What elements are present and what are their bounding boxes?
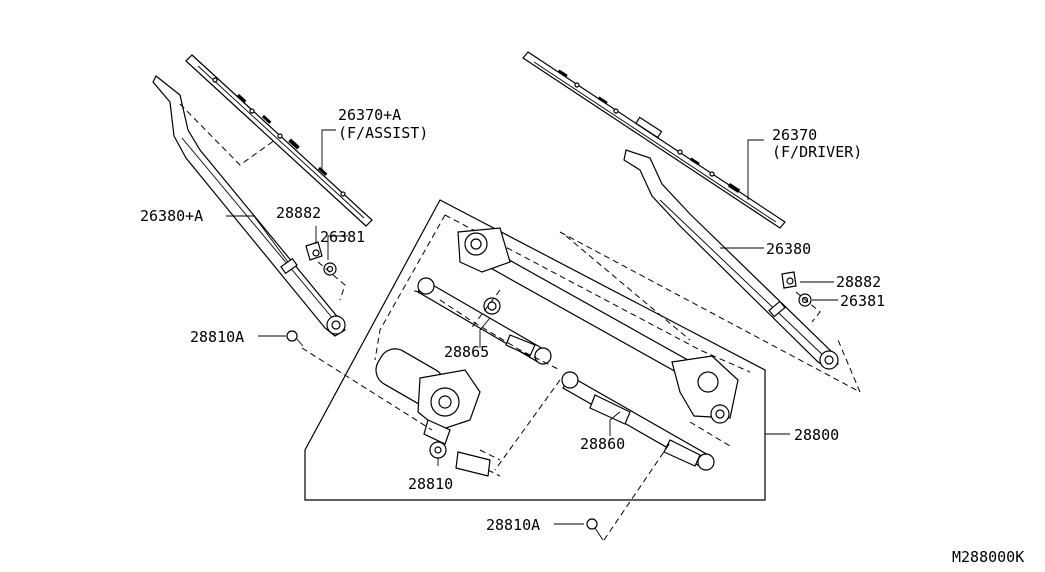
wiper-arm-assist xyxy=(152,75,346,337)
label-linkage-assy: 28800 xyxy=(794,426,839,444)
dash-linkage-frame xyxy=(374,214,751,373)
label-blade-assist-number: 26370+A xyxy=(338,106,401,124)
label-arm-assist: 26380+A xyxy=(140,207,203,225)
cap-right xyxy=(781,271,797,289)
cap-left xyxy=(305,241,323,261)
dash-left-blade-arm xyxy=(179,103,276,166)
dash-link-lower xyxy=(494,379,731,471)
dash-right-guide xyxy=(559,231,862,394)
label-blade-driver-note: (F/DRIVER) xyxy=(772,143,862,161)
label-link-upper: 28865 xyxy=(444,343,489,361)
label-link-lower: 28860 xyxy=(580,435,625,453)
label-blade-driver-number: 26370 xyxy=(772,126,817,144)
label-blade-assist-note: (F/ASSIST) xyxy=(338,124,428,142)
label-nut-left: 26381 xyxy=(320,228,365,246)
nut-left xyxy=(323,262,337,276)
dash-bolt-bottom xyxy=(603,439,673,541)
label-bolt-top: 28810A xyxy=(190,328,244,346)
nut-right xyxy=(798,293,812,307)
label-nut-right: 26381 xyxy=(840,292,885,310)
dash-link-upper xyxy=(409,289,561,371)
drawing-code: M288000K xyxy=(952,548,1024,566)
label-motor: 28810 xyxy=(408,475,453,493)
leader-lines xyxy=(226,129,838,525)
wiper-blade-driver xyxy=(522,51,786,229)
dash-motor xyxy=(479,449,501,477)
dash-cap-right xyxy=(795,291,821,323)
link-rod-lower xyxy=(561,371,715,471)
linkage-main-rod xyxy=(457,227,739,424)
label-bolt-bottom: 28810A xyxy=(486,516,540,534)
label-arm-driver: 26380 xyxy=(766,240,811,258)
linkage-assembly-outline xyxy=(304,199,766,501)
label-cap-right: 28882 xyxy=(836,273,881,291)
bolt-top xyxy=(286,330,304,347)
label-cap-left: 28882 xyxy=(276,204,321,222)
bolt-bottom xyxy=(586,518,604,541)
dash-bolt-top xyxy=(301,347,433,431)
dash-cap-left xyxy=(317,261,346,301)
wiper-blade-assist xyxy=(185,54,373,227)
wiper-motor xyxy=(375,348,491,477)
link-rod-upper xyxy=(417,277,552,365)
wiper-arm-driver xyxy=(623,149,839,370)
